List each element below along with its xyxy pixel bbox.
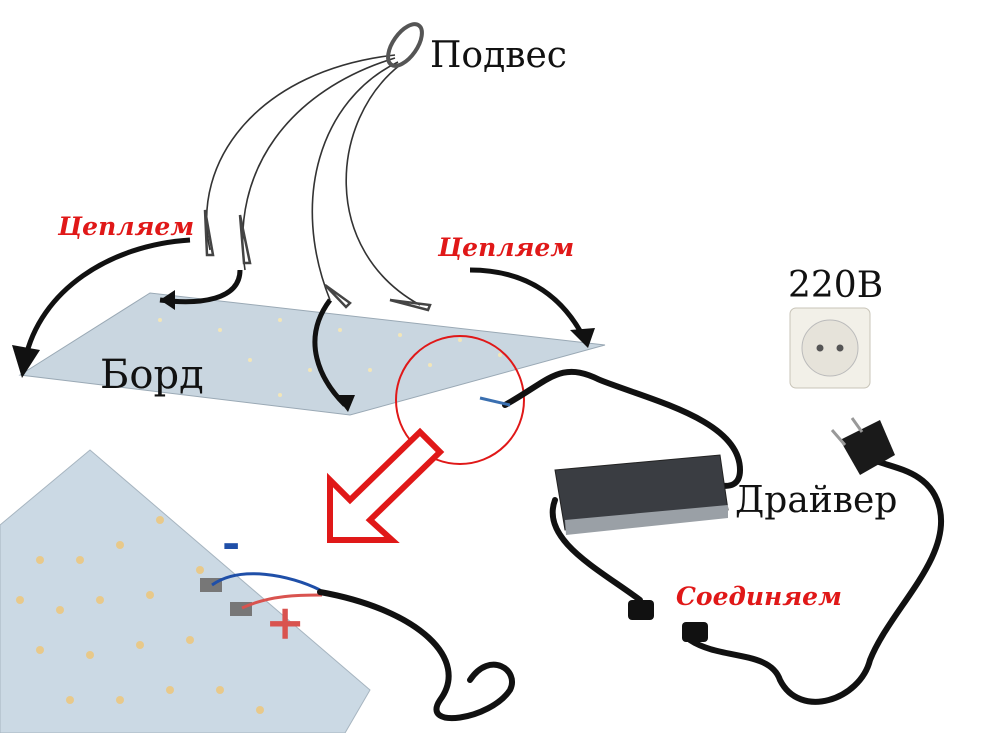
led-board [18, 292, 606, 416]
label-connect: Соединяем [676, 582, 842, 611]
board-leds [158, 318, 502, 397]
carabiner-icon [386, 22, 424, 68]
label-plus: + [265, 595, 306, 651]
wire-minus [211, 572, 321, 592]
label-driver: Драйвер [735, 480, 898, 521]
label-hook-right: Цепляем [438, 233, 575, 262]
zoom-arrow-icon [327, 427, 445, 543]
zoom-circle [395, 335, 525, 465]
hook-clips [203, 209, 432, 312]
label-minus: - [222, 518, 241, 569]
label-hanger: Подвес [430, 35, 567, 76]
socket-icon [789, 307, 871, 389]
connector-icons [628, 600, 708, 642]
arrow-heads [12, 290, 595, 412]
driver-box [554, 454, 729, 535]
wire-plus [241, 593, 323, 610]
label-board: Борд [100, 352, 204, 398]
label-hook-left: Цепляем [58, 212, 195, 241]
board-closeup [0, 449, 371, 733]
board-wire [479, 396, 511, 407]
label-voltage: 220В [788, 265, 884, 306]
closeup-leds [16, 516, 264, 714]
plug-icon [830, 417, 895, 475]
suspension-wires [205, 54, 421, 306]
cables [317, 368, 945, 722]
